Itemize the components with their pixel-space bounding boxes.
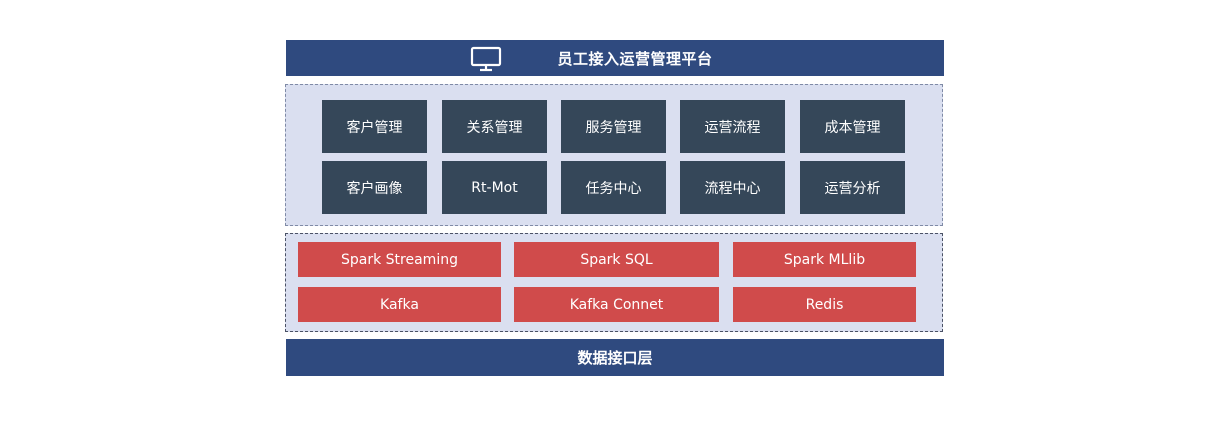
platform-title: 员工接入运营管理平台 [557, 49, 713, 68]
component-box: Kafka [298, 287, 501, 322]
component-box: Spark SQL [514, 242, 719, 277]
app-tile: 服务管理 [561, 100, 666, 153]
data-processing-panel: Spark Streaming Spark SQL Spark MLlib Ka… [285, 233, 943, 332]
app-tile: 成本管理 [800, 100, 905, 153]
component-box: Spark MLlib [733, 242, 916, 277]
app-tile: 运营流程 [680, 100, 785, 153]
app-tile: 客户管理 [322, 100, 427, 153]
app-tile: 客户画像 [322, 161, 427, 214]
app-tile: 流程中心 [680, 161, 785, 214]
app-tile: 运营分析 [800, 161, 905, 214]
app-tile: 关系管理 [442, 100, 547, 153]
data-interface-layer: 数据接口层 [286, 339, 944, 376]
component-box: Redis [733, 287, 916, 322]
application-layer-panel: 客户管理 关系管理 服务管理 运营流程 成本管理 客户画像 Rt-Mot 任务中… [285, 84, 943, 226]
app-tile: Rt-Mot [442, 161, 547, 214]
platform-title-bar: 员工接入运营管理平台 [286, 40, 944, 76]
component-box: Spark Streaming [298, 242, 501, 277]
app-tile: 任务中心 [561, 161, 666, 214]
component-box: Kafka Connet [514, 287, 719, 322]
monitor-icon [470, 46, 502, 72]
